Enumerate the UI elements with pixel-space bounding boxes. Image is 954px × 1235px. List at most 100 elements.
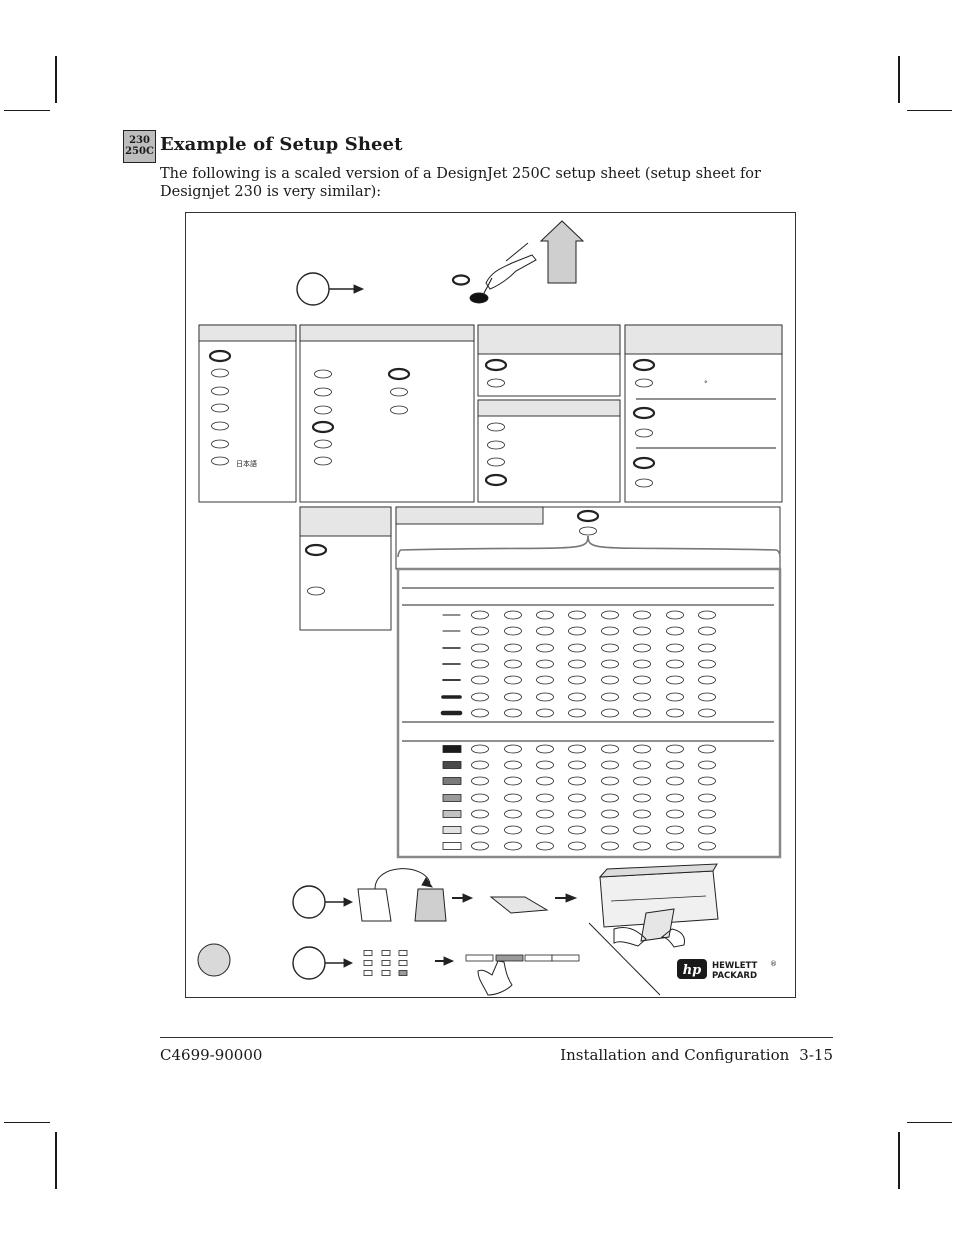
- option-oval: [601, 708, 619, 718]
- panel-key-highlighted: [398, 970, 408, 976]
- option-oval: [666, 809, 684, 819]
- option-oval: [633, 626, 651, 636]
- option-oval: [314, 369, 332, 379]
- crop-mark: [4, 1122, 50, 1123]
- option-oval: [666, 760, 684, 770]
- option-oval: [698, 744, 716, 754]
- panel-key: [363, 950, 373, 956]
- shade-sample: [442, 777, 462, 785]
- panel-key: [381, 960, 391, 966]
- pen-body: [505, 242, 529, 262]
- option-oval: [698, 675, 716, 685]
- option-oval: [666, 841, 684, 851]
- section-tab: 230 250C: [123, 130, 156, 163]
- up-arrow: [539, 220, 585, 284]
- option-oval: [666, 675, 684, 685]
- flip-arrow: [374, 868, 431, 890]
- option-oval: [314, 456, 332, 466]
- option-oval: [568, 659, 586, 669]
- option-oval: [601, 643, 619, 653]
- option-oval: [471, 675, 489, 685]
- option-oval: [504, 760, 522, 770]
- arrow-head: [343, 958, 354, 968]
- option-oval: [211, 456, 229, 466]
- option-oval: [471, 659, 489, 669]
- option-oval: [698, 809, 716, 819]
- option-oval: [568, 825, 586, 835]
- option-oval: [304, 543, 328, 557]
- option-oval: [504, 659, 522, 669]
- option-oval: [471, 825, 489, 835]
- panel-key: [398, 960, 408, 966]
- option-oval: [633, 776, 651, 786]
- option-oval: [208, 349, 232, 363]
- panel-header: [477, 324, 621, 355]
- option-oval: [211, 403, 229, 413]
- hp-logo-registered: ®: [770, 960, 777, 968]
- hp-logo: hp HEWLETT ® PACKARD: [677, 959, 777, 981]
- option-oval: [390, 387, 408, 397]
- degree-mark: °: [704, 380, 708, 388]
- option-oval: [568, 793, 586, 803]
- brace-left: [397, 535, 589, 558]
- hp-logo-mark: hp: [683, 963, 702, 978]
- option-oval: [487, 422, 505, 432]
- option-oval: [536, 744, 554, 754]
- option-oval: [568, 841, 586, 851]
- option-oval: [471, 626, 489, 636]
- hand-right: [660, 928, 685, 948]
- option-oval: [314, 387, 332, 397]
- option-oval: [314, 439, 332, 449]
- option-oval: [579, 526, 597, 536]
- panel-header: [198, 324, 297, 342]
- option-oval: [536, 708, 554, 718]
- option-oval: [568, 643, 586, 653]
- panel-key: [398, 950, 408, 956]
- option-oval: [471, 744, 489, 754]
- option-oval: [484, 358, 508, 372]
- option-oval: [504, 776, 522, 786]
- option-oval: [633, 825, 651, 835]
- example-oval-empty: [451, 274, 471, 286]
- option-oval: [487, 440, 505, 450]
- option-oval: [666, 776, 684, 786]
- option-oval: [666, 744, 684, 754]
- option-oval: [536, 841, 554, 851]
- option-oval: [211, 386, 229, 396]
- pen-table-frame: [396, 567, 782, 859]
- setup-sheet-figure: 日本語 ° hp HEWLETT ® PACKARD: [185, 212, 796, 998]
- panel-header: [299, 506, 392, 537]
- flip-arrow-head: [421, 877, 433, 888]
- panel-header: [624, 324, 783, 355]
- option-oval: [504, 643, 522, 653]
- shade-sample: [442, 745, 462, 753]
- option-oval: [601, 744, 619, 754]
- option-oval: [601, 675, 619, 685]
- option-oval: [635, 378, 653, 388]
- arrow-head: [343, 897, 354, 907]
- option-oval: [471, 776, 489, 786]
- option-oval: [601, 760, 619, 770]
- crop-mark: [898, 56, 900, 103]
- pointing-hand: [477, 960, 513, 996]
- option-oval: [307, 586, 325, 596]
- option-oval: [568, 626, 586, 636]
- option-oval: [211, 421, 229, 431]
- option-oval: [698, 776, 716, 786]
- shade-sample: [442, 842, 462, 850]
- option-oval: [633, 675, 651, 685]
- option-oval: [666, 825, 684, 835]
- shade-sample: [442, 810, 462, 818]
- option-oval: [568, 692, 586, 702]
- option-oval: [632, 406, 656, 420]
- option-oval: [601, 692, 619, 702]
- footer-rule: [160, 1037, 833, 1038]
- option-oval: [601, 659, 619, 669]
- option-oval: [504, 610, 522, 620]
- option-oval: [633, 692, 651, 702]
- option-oval: [633, 809, 651, 819]
- option-oval: [536, 675, 554, 685]
- option-oval: [633, 793, 651, 803]
- option-oval: [601, 793, 619, 803]
- option-oval: [698, 643, 716, 653]
